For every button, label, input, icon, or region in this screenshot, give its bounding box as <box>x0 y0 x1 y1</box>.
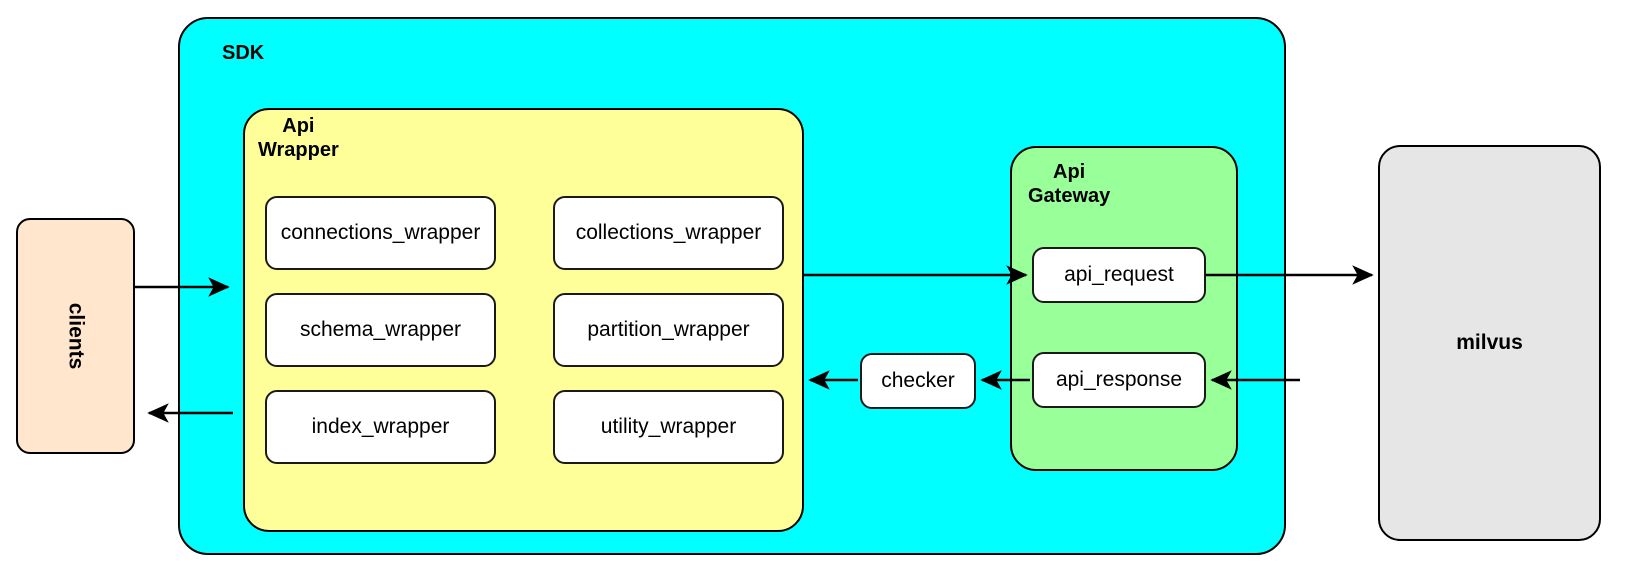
node-index-wrapper[interactable]: index_wrapper <box>265 390 496 464</box>
clients-node[interactable] <box>16 218 135 454</box>
node-collections-wrapper[interactable]: collections_wrapper <box>553 196 784 270</box>
node-checker[interactable]: checker <box>860 353 976 409</box>
api-gateway-container <box>1010 146 1238 471</box>
node-partition-wrapper[interactable]: partition_wrapper <box>553 293 784 367</box>
node-utility-wrapper[interactable]: utility_wrapper <box>553 390 784 464</box>
clients-node-label: clients <box>64 302 88 370</box>
api-wrapper-label: Api Wrapper <box>258 115 339 162</box>
node-schema-wrapper[interactable]: schema_wrapper <box>265 293 496 367</box>
milvus-node[interactable] <box>1378 145 1601 541</box>
api-gateway-label: Api Gateway <box>1028 161 1111 208</box>
node-api-request[interactable]: api_request <box>1032 247 1206 303</box>
sdk-label: SDK <box>222 42 265 64</box>
milvus-node-label: milvus <box>1456 331 1523 354</box>
node-api-response[interactable]: api_response <box>1032 352 1206 408</box>
node-connections-wrapper[interactable]: connections_wrapper <box>265 196 496 270</box>
